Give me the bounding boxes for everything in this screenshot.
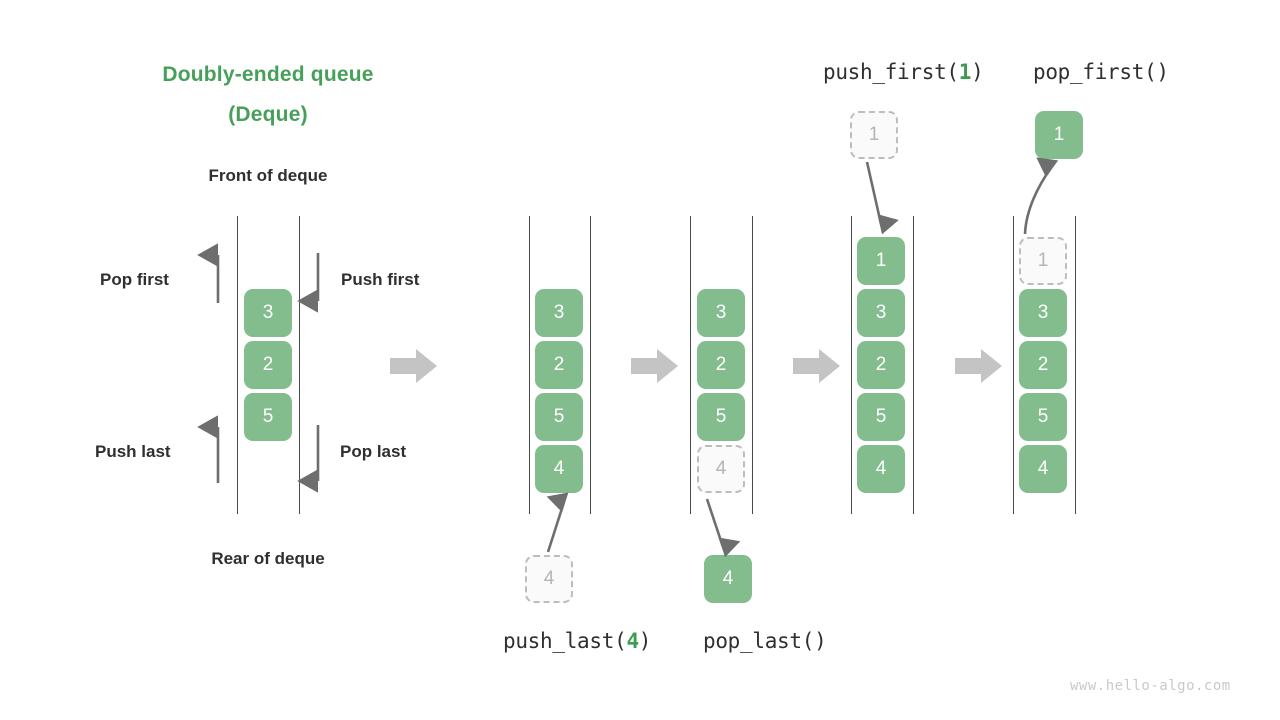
step1-element-1: 2	[535, 341, 583, 389]
step2-element-2: 5	[697, 393, 745, 441]
step2-motion-arrow	[705, 498, 741, 558]
pop-last-label: Pop last	[340, 442, 407, 461]
push-first-label: Push first	[341, 270, 420, 289]
step2-rail-left	[690, 216, 691, 514]
push-first-operation-close: )	[971, 60, 984, 84]
push-first-operation-arg: 1	[958, 60, 972, 84]
step4-element-4: 4	[1019, 445, 1067, 493]
step-arrow-1	[390, 349, 437, 383]
step4-element-1: 3	[1019, 289, 1067, 337]
push-last-operation-name: push_last(	[503, 629, 627, 653]
concept-element-0: 3	[244, 289, 292, 337]
step1-rail-left	[529, 216, 530, 514]
step3-element-0: 1	[857, 237, 905, 285]
step1-element-3: 4	[535, 445, 583, 493]
step2-element-0: 3	[697, 289, 745, 337]
push-last-operation-label: push_last(4)	[503, 629, 651, 653]
front-of-deque-label: Front of deque	[208, 166, 328, 185]
pop-first-label: Pop first	[100, 270, 169, 289]
step4-detached-element: 1	[1035, 111, 1083, 159]
step2-detached-element: 4	[704, 555, 752, 603]
concept-rail-right	[299, 216, 300, 514]
step3-rail-left	[851, 216, 852, 514]
step3-element-1: 3	[857, 289, 905, 337]
step4-element-3: 5	[1019, 393, 1067, 441]
diagram-title: Doubly-ended queue (Deque)	[143, 55, 393, 135]
step4-rail-right	[1075, 216, 1076, 514]
step3-detached-element: 1	[850, 111, 898, 159]
push-last-operation-close: )	[638, 629, 652, 653]
step1-rail-right	[590, 216, 591, 514]
step1-element-0: 3	[535, 289, 583, 337]
step4-element-2: 2	[1019, 341, 1067, 389]
step2-element-3: 4	[697, 445, 745, 493]
step3-element-4: 4	[857, 445, 905, 493]
pop-first-operation-label: pop_first()	[1033, 60, 1169, 84]
concept-element-2: 5	[244, 393, 292, 441]
diagram-title-line1: Doubly-ended queue	[162, 63, 374, 86]
pop-last-operation-label: pop_last()	[703, 629, 827, 653]
step-arrow-2	[631, 349, 678, 383]
step2-element-1: 2	[697, 341, 745, 389]
step-arrow-4	[955, 349, 1002, 383]
concept-element-1: 2	[244, 341, 292, 389]
rear-of-deque-label: Rear of deque	[211, 549, 325, 568]
step-arrow-3	[793, 349, 840, 383]
step1-element-2: 5	[535, 393, 583, 441]
step3-element-2: 2	[857, 341, 905, 389]
step3-motion-arrow	[865, 161, 899, 235]
step4-motion-arrow	[1023, 157, 1059, 235]
watermark: www.hello-algo.com	[1070, 678, 1231, 694]
step1-motion-arrow	[546, 492, 569, 553]
concept-rail-left	[237, 216, 238, 514]
step2-rail-right	[752, 216, 753, 514]
step1-detached-element: 4	[525, 555, 573, 603]
push-last-operation-arg: 4	[626, 629, 639, 653]
concept-direction-arrows	[197, 243, 320, 493]
push-first-operation-label: push_first(1)	[823, 60, 984, 84]
step4-rail-left	[1013, 216, 1014, 514]
step4-element-0: 1	[1019, 237, 1067, 285]
push-first-operation-name: push_first(	[823, 60, 959, 84]
step3-element-3: 5	[857, 393, 905, 441]
push-last-label: Push last	[95, 442, 171, 461]
diagram-title-line2: (Deque)	[228, 103, 308, 126]
step3-rail-right	[913, 216, 914, 514]
